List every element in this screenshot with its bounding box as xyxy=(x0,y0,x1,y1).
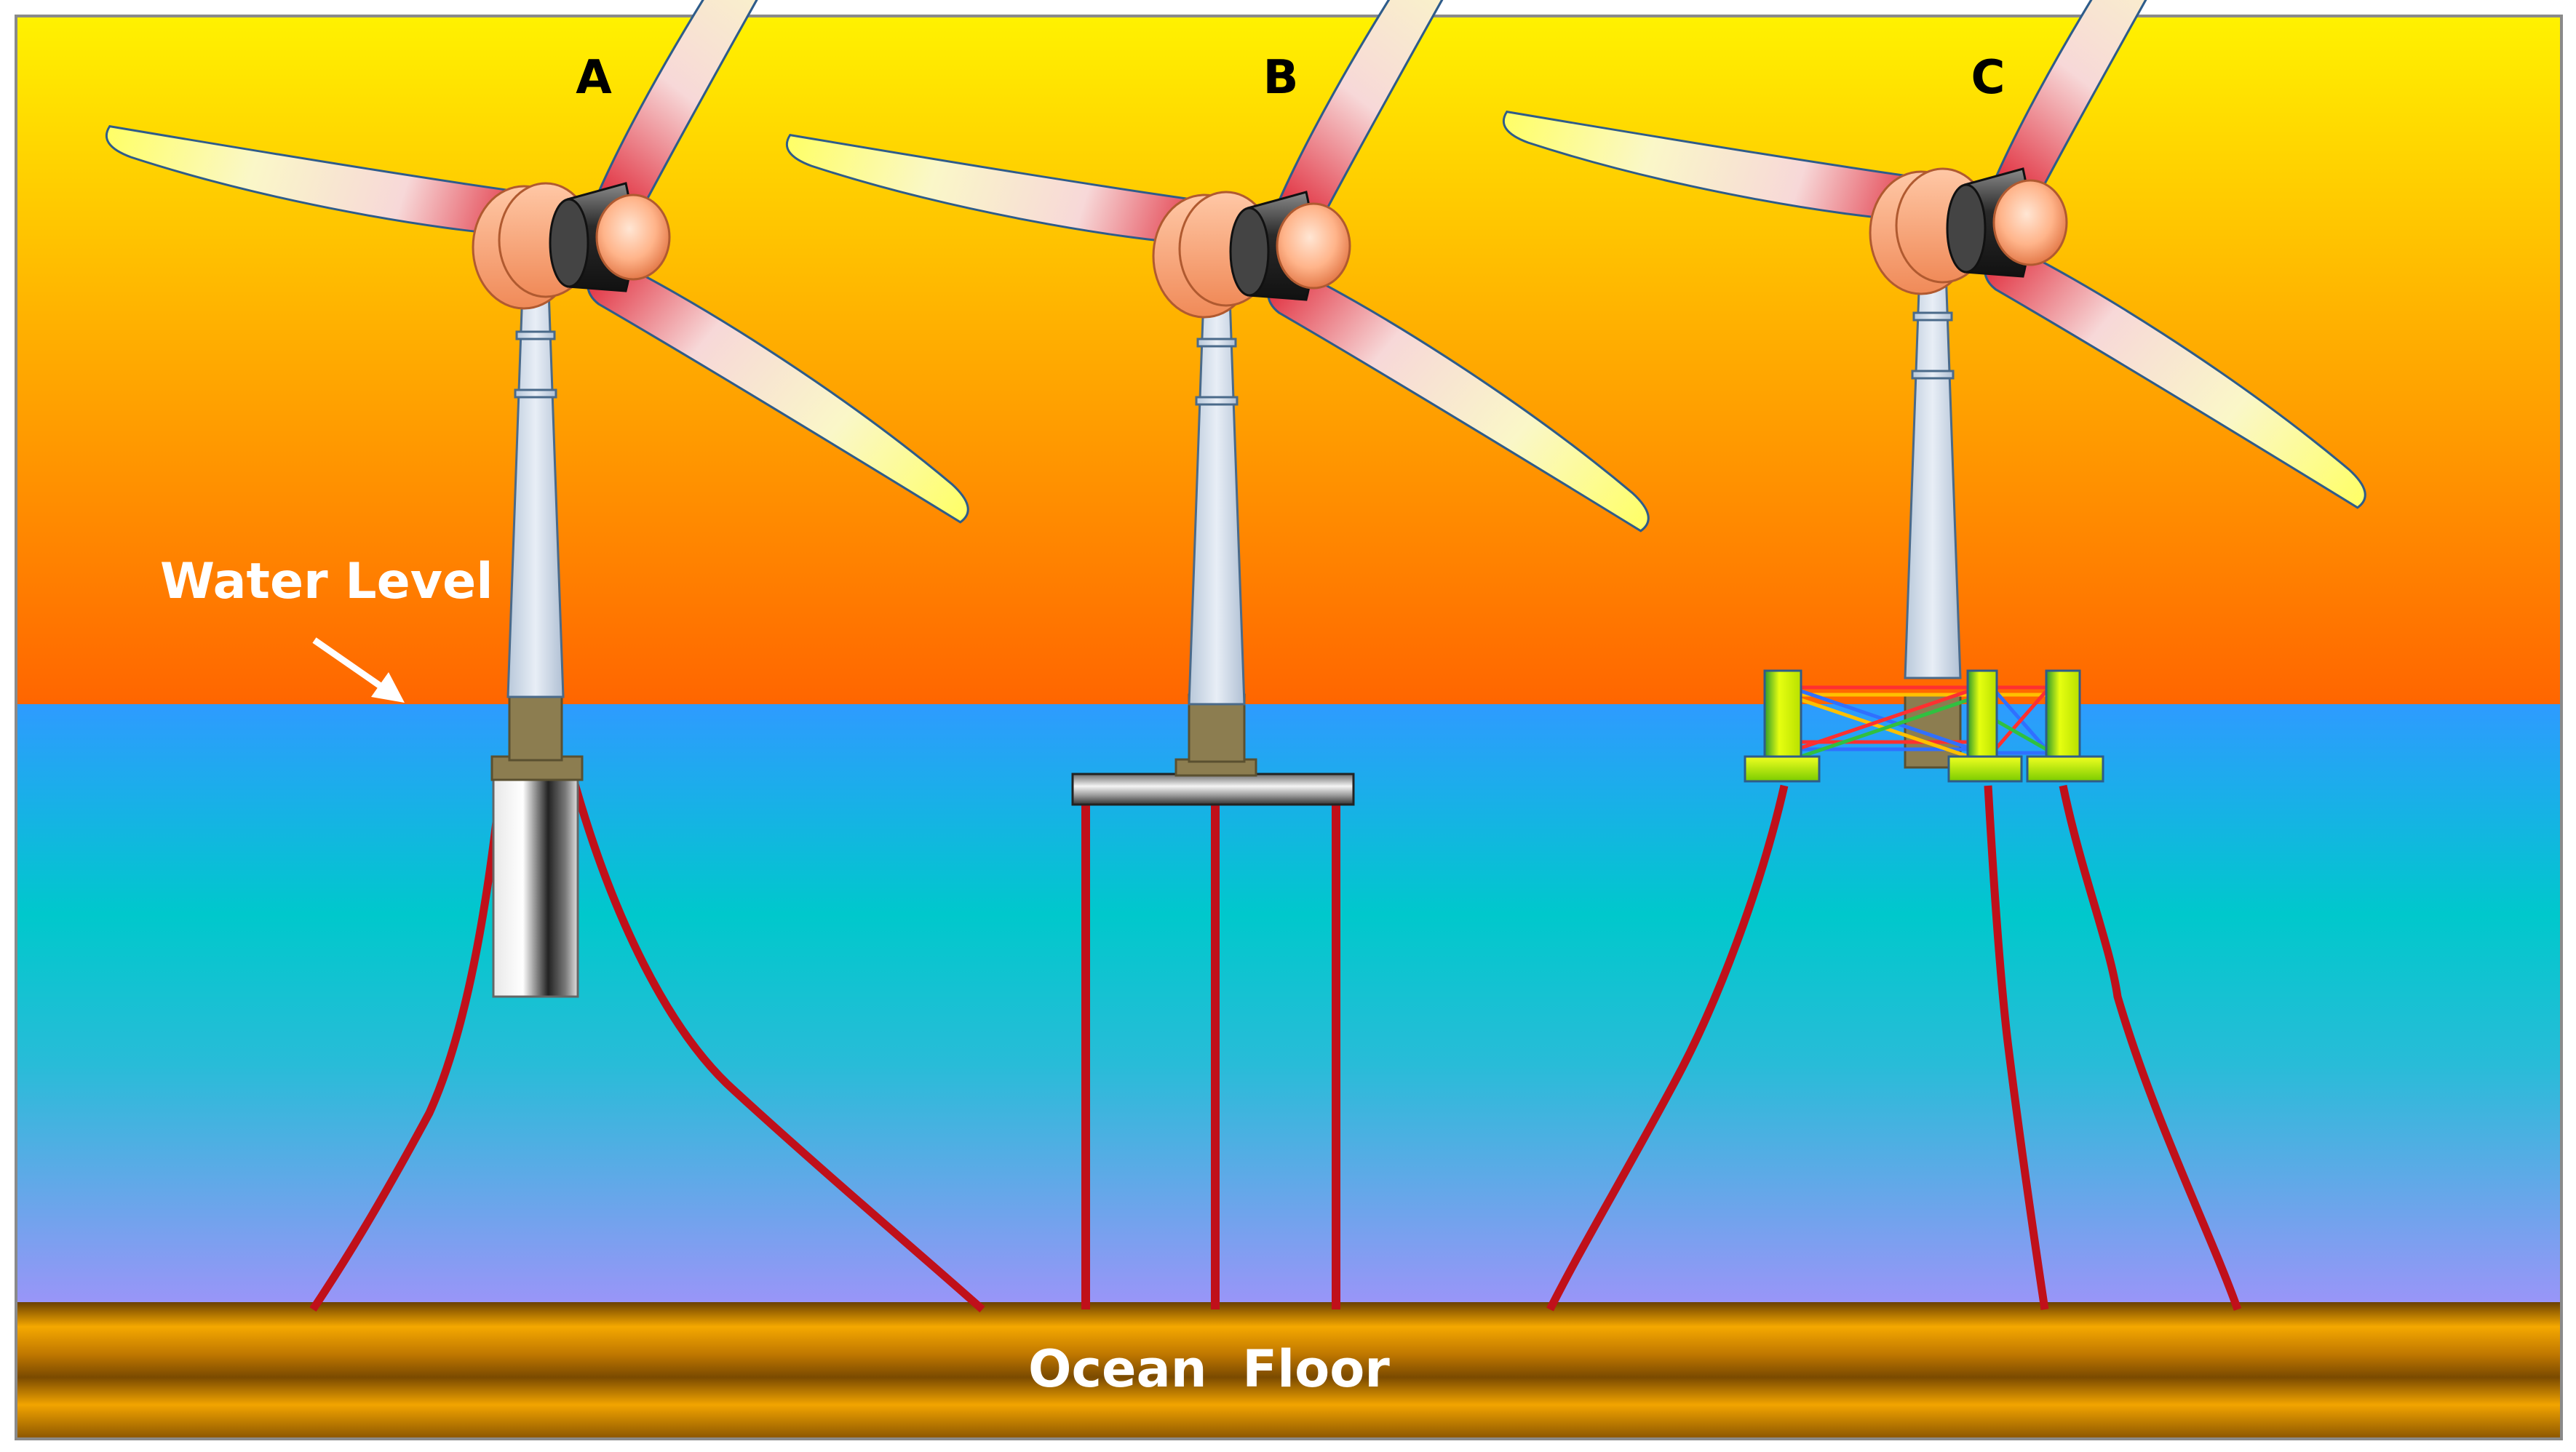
tlp-platform xyxy=(1071,773,1355,806)
label-a: A xyxy=(576,51,612,105)
semi-sub-bracing xyxy=(1800,685,2048,759)
semi-sub-pad-right xyxy=(2026,755,2104,783)
turbine-a: A xyxy=(102,0,985,1313)
label-c: C xyxy=(1971,51,2005,105)
semi-sub-column-center xyxy=(1966,669,1998,759)
mooring-line-a1 xyxy=(309,770,506,1312)
semi-sub-pad-center xyxy=(1947,755,2023,783)
turbine-c: C xyxy=(1499,0,2374,1312)
semi-sub-pad-left xyxy=(1744,755,1821,783)
turbine-b: B xyxy=(782,0,1657,1309)
spar-buoy xyxy=(492,777,579,998)
mooring-line-c2 xyxy=(1984,785,2049,1310)
water-level-label: Water Level xyxy=(160,553,493,610)
mooring-line-a2 xyxy=(567,770,985,1313)
ocean-floor xyxy=(16,1302,2561,1439)
mooring-line-c1 xyxy=(1546,784,1789,1312)
transition-piece-a xyxy=(508,693,563,762)
label-b: B xyxy=(1263,51,1299,105)
frame xyxy=(15,15,2563,1440)
transition-piece-b xyxy=(1188,693,1246,763)
mooring-line-c3 xyxy=(2059,784,2242,1311)
semi-sub-column-left xyxy=(1763,669,1802,759)
semi-sub-column-right xyxy=(2045,669,2081,759)
water-level-arrow xyxy=(312,637,405,703)
ocean-floor-label: Ocean Floor xyxy=(1028,1339,1390,1399)
